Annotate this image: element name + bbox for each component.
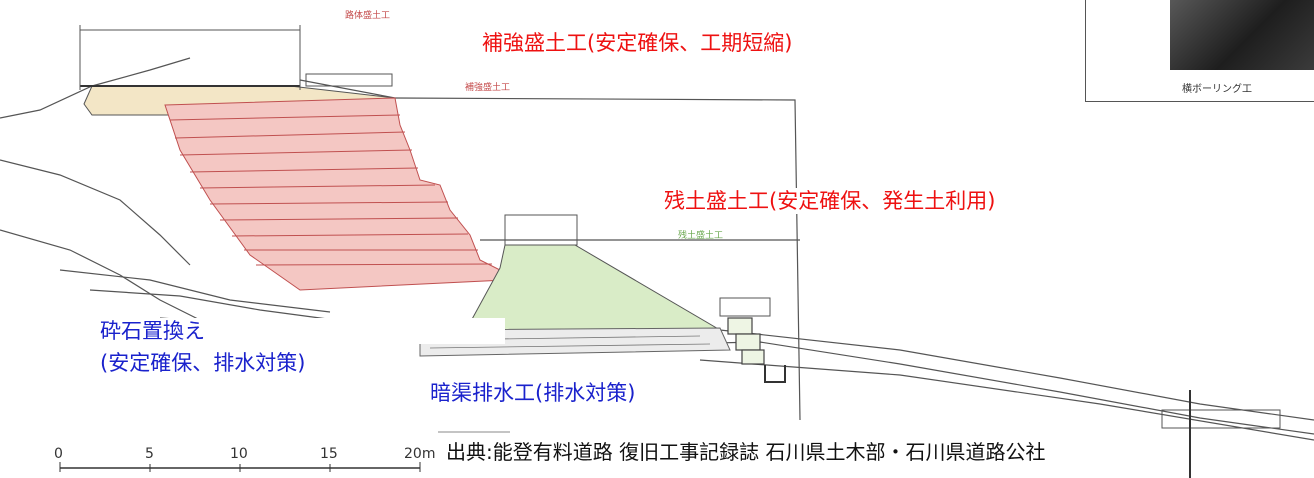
scale-tick-5: 5 <box>145 446 154 462</box>
legend-photo <box>1170 0 1314 70</box>
label-crushed-stone-line1: 砕石置換え <box>100 318 505 345</box>
scale-bar <box>59 462 421 472</box>
label-crushed-stone-line2: (安定確保、排水対策) <box>100 350 326 377</box>
right-structure-box <box>1161 409 1281 429</box>
reinforced-fill-area <box>164 97 506 291</box>
scale-tick-15: 15 <box>320 446 338 462</box>
annotation-surplus-fill: 残土盛土工 <box>678 231 724 241</box>
source-citation: 出典:能登有料道路 復旧工事記録誌 石川県土木部・石川県道路公社 <box>446 440 1046 465</box>
scale-tick-0: 0 <box>54 446 63 462</box>
label-reinforced-fill: 補強盛土工(安定確保、工期短縮) <box>482 30 793 57</box>
annotation-reinforced-fill: 補強盛土工 <box>465 83 511 93</box>
ditch-dimension-box <box>719 297 771 317</box>
scale-tick-10: 10 <box>230 446 248 462</box>
label-underdrain: 暗渠排水工(排水対策) <box>430 380 636 407</box>
retaining-blocks <box>727 317 765 365</box>
top-dimension-box <box>305 73 393 87</box>
surplus-fill-top-box <box>504 214 578 246</box>
legend-horizontal-boring: 横ボーリング工 <box>1182 84 1252 95</box>
label-surplus-soil-fill: 残土盛土工(安定確保、発生土利用) <box>664 188 996 215</box>
ditch <box>764 365 786 383</box>
annotation-road-body-fill: 路体盛土工 <box>345 11 391 21</box>
reinforced-fill-layers <box>169 114 493 266</box>
scale-tick-20m: 20m <box>404 446 436 462</box>
